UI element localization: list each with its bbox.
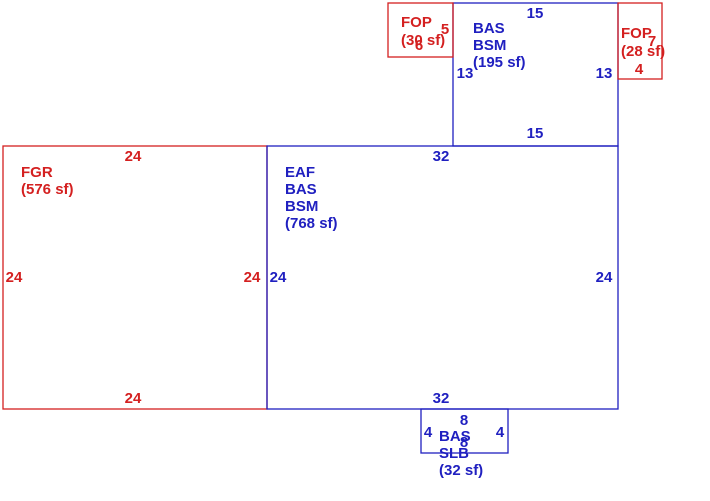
main-outline xyxy=(266,145,619,410)
main-dim-left: 24 xyxy=(270,269,287,286)
fop-left-outline xyxy=(387,2,454,58)
slab-outline xyxy=(420,408,509,454)
main-dim-right: 24 xyxy=(596,269,613,286)
fop-left-code: FOP xyxy=(401,14,432,31)
upper-code-1: BAS xyxy=(473,20,505,37)
main-code-1: EAF xyxy=(285,164,315,181)
slab-code-2: SLB xyxy=(439,445,469,462)
fop-left-dim-b: 6 xyxy=(415,37,423,54)
fop-right-dim-b: 4 xyxy=(635,61,644,78)
fgr-dim-right: 24 xyxy=(244,269,261,286)
slab-dim-right: 4 xyxy=(496,424,505,441)
upper-code-2: BSM xyxy=(473,37,506,54)
upper-area: (195 sf) xyxy=(473,54,526,71)
slab-dim-top: 8 xyxy=(460,412,468,429)
fgr-dim-left: 24 xyxy=(6,269,23,286)
main-dim-top: 32 xyxy=(433,148,450,165)
main-code-2: BAS xyxy=(285,181,317,198)
fgr-area: (576 sf) xyxy=(21,181,74,198)
slab-area: (32 sf) xyxy=(439,462,483,479)
slab-code-1: BAS xyxy=(439,428,471,445)
fop-left-dim-a: 5 xyxy=(441,21,449,38)
main-dim-bottom: 32 xyxy=(433,390,450,407)
fgr-code: FGR xyxy=(21,164,53,181)
fop-left-area: (30 sf) xyxy=(401,32,445,49)
upper-dim-bottom: 15 xyxy=(527,125,544,142)
fgr-dim-bottom: 24 xyxy=(125,390,142,407)
fgr-dim-top: 24 xyxy=(125,148,142,165)
upper-dim-left: 13 xyxy=(457,65,474,82)
upper-dim-top: 15 xyxy=(527,5,544,22)
fop-right-area: (28 sf) xyxy=(621,43,665,60)
slab-dim-inner: 8 xyxy=(460,434,468,451)
main-area: (768 sf) xyxy=(285,215,338,232)
fop-right-code: FOP xyxy=(621,25,652,42)
slab-dim-left: 4 xyxy=(424,424,433,441)
main-code-3: BSM xyxy=(285,198,318,215)
fop-right-outline xyxy=(617,2,663,80)
upper-dim-right: 13 xyxy=(596,65,613,82)
fop-right-dim-a: 7 xyxy=(648,33,656,50)
